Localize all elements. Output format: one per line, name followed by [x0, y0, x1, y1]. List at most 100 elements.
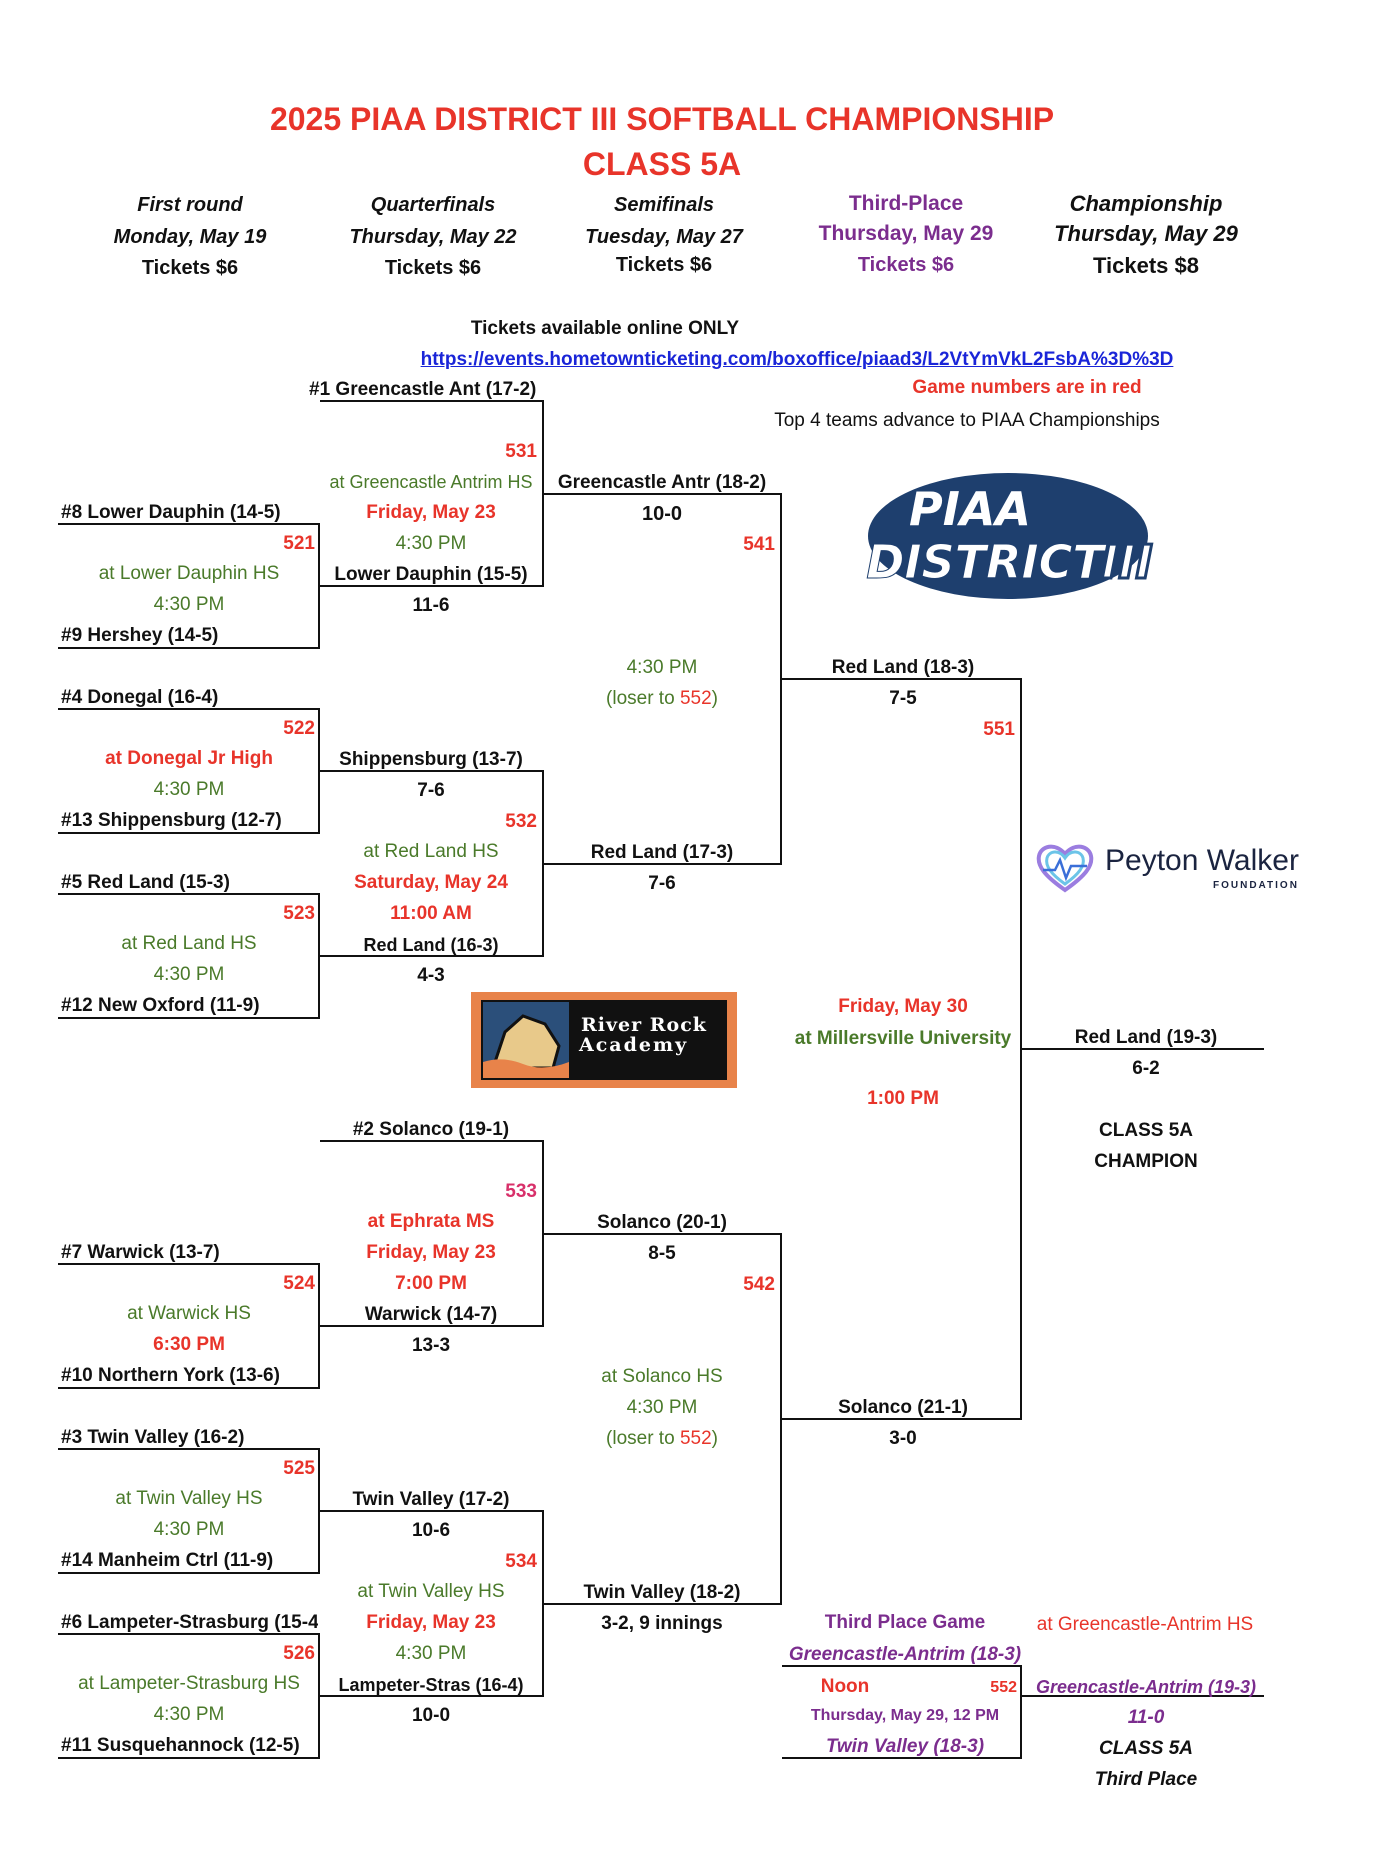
bracket-line	[318, 523, 320, 649]
team-seed-5: #5 Red Land (15-3)	[61, 872, 230, 893]
round-date-champ: Thursday, May 29	[1054, 221, 1238, 246]
ticket-link[interactable]: https://events.hometownticketing.com/box…	[420, 349, 1174, 370]
round-name-semi: Semifinals	[613, 194, 715, 216]
bracket-line	[58, 1263, 320, 1265]
bracket-line	[542, 400, 544, 587]
page-title: 2025 PIAA DISTRICT III SOFTBALL CHAMPION…	[269, 101, 1055, 137]
round-tickets-champ: Tickets $8	[1092, 253, 1200, 278]
bracket-line	[544, 493, 782, 495]
bracket-line	[58, 1757, 320, 1759]
game-number-532: 532	[505, 811, 537, 832]
team-seed-7: #7 Warwick (13-7)	[61, 1242, 220, 1263]
loser-note-text: (loser to	[606, 688, 680, 709]
winner-532: Red Land (17-3)	[590, 842, 734, 863]
time-526: 4:30 PM	[153, 1704, 225, 1725]
river-rock-logo: River Rock Academy	[471, 992, 737, 1088]
venue-523: at Red Land HS	[121, 933, 257, 954]
bracket-line	[782, 1665, 1022, 1667]
score-541: 7-5	[889, 688, 917, 709]
round-date-first: Monday, May 19	[113, 226, 267, 248]
winner-526: Lampeter-Stras (16-4)	[338, 1675, 524, 1695]
score-532: 7-6	[648, 873, 676, 894]
game-number-531: 531	[505, 441, 537, 462]
time-542: 4:30 PM	[626, 1397, 698, 1418]
team-seed-2: #2 Solanco (19-1)	[352, 1119, 510, 1140]
bracket-line	[1020, 1665, 1022, 1759]
game-number-525: 525	[283, 1458, 315, 1479]
venue-522: at Donegal Jr High	[105, 748, 273, 769]
time-521: 4:30 PM	[153, 594, 225, 615]
game-numbers-note: Game numbers are in red	[912, 377, 1142, 398]
champion-team: Red Land (19-3)	[1074, 1027, 1218, 1048]
river-rock-line1: River Rock	[581, 1014, 707, 1036]
bracket-line	[58, 1572, 320, 1574]
score-525: 10-6	[411, 1520, 451, 1541]
winner-523: Red Land (16-3)	[363, 935, 499, 955]
winner-541: Red Land (18-3)	[831, 657, 975, 678]
bracket-line	[58, 1448, 320, 1450]
venue-526: at Lampeter-Strasburg HS	[78, 1673, 300, 1694]
game-number-522: 522	[283, 718, 315, 739]
round-tickets-first: Tickets $6	[141, 257, 239, 279]
game-number-526: 526	[283, 1643, 315, 1664]
venue-534: at Twin Valley HS	[357, 1581, 505, 1602]
date-532: Saturday, May 24	[354, 872, 508, 893]
score-521: 11-6	[412, 595, 450, 616]
bracket-line	[320, 1325, 544, 1327]
champion-label-class: CLASS 5A	[1099, 1120, 1193, 1141]
loser-note-game: 552	[679, 688, 712, 709]
venue-524: at Warwick HS	[127, 1303, 251, 1324]
team-seed-13: #13 Shippensburg (12-7)	[61, 810, 282, 831]
loser-note-542: (loser to 552)	[606, 1428, 718, 1450]
time-531: 4:30 PM	[395, 533, 467, 554]
third-place-title: Third Place	[1094, 1769, 1198, 1790]
time-534: 4:30 PM	[395, 1643, 467, 1664]
date-531: Friday, May 23	[366, 502, 496, 523]
round-tickets-quarter: Tickets $6	[384, 257, 482, 279]
round-date-third: Thursday, May 29	[818, 222, 994, 245]
team-seed-1: #1 Greencastle Ant (17-2)	[309, 379, 537, 400]
time-525: 4:30 PM	[153, 1519, 225, 1540]
roman-three-logo-text: III	[1101, 535, 1152, 589]
advance-note: Top 4 teams advance to PIAA Championship…	[774, 410, 1160, 431]
score-534: 3-2, 9 innings	[601, 1613, 723, 1634]
game-number-551: 551	[983, 719, 1015, 740]
time-551: 1:00 PM	[867, 1088, 939, 1109]
game-number-524: 524	[283, 1273, 315, 1294]
game-number-552: 552	[990, 1679, 1017, 1696]
loser-note-text: )	[711, 1428, 718, 1449]
bracket-line	[318, 1448, 320, 1574]
team-seed-14: #14 Manheim Ctrl (11-9)	[61, 1550, 274, 1571]
score-523: 4-3	[417, 965, 445, 986]
loser-note-541: (loser to 552)	[606, 688, 718, 710]
date-534: Friday, May 23	[366, 1612, 496, 1633]
bracket-line	[320, 955, 544, 957]
score-524: 13-3	[411, 1335, 451, 1356]
bracket-line	[318, 708, 320, 834]
game-number-541: 541	[743, 534, 775, 555]
district-logo-text: DISTRICT	[866, 535, 1107, 589]
bracket-line	[780, 1233, 782, 1605]
bracket-line	[58, 893, 320, 895]
bracket-line	[780, 493, 782, 865]
piaa-logo-icon: PIAA DISTRICT III	[866, 473, 1154, 599]
third-place-label: Third Place Game	[824, 1612, 986, 1633]
team-seed-3: #3 Twin Valley (16-2)	[61, 1427, 245, 1448]
venue-533: at Ephrata MS	[367, 1211, 495, 1232]
bracket-line	[782, 1757, 1022, 1759]
date-533: Friday, May 23	[366, 1242, 496, 1263]
team-seed-4: #4 Donegal (16-4)	[61, 687, 219, 708]
bracket-line	[318, 893, 320, 1019]
champion-label: CHAMPION	[1094, 1151, 1198, 1172]
winner-534: Twin Valley (18-2)	[583, 1582, 741, 1603]
bracket-line	[58, 1017, 320, 1019]
bracket-line	[320, 1695, 544, 1697]
time-523: 4:30 PM	[153, 964, 225, 985]
bracket-line	[544, 863, 782, 865]
third-place-team-a: Greencastle-Antrim (18-3)	[788, 1644, 1022, 1665]
third-place-score: 11-0	[1127, 1707, 1165, 1728]
bracket-line	[542, 1140, 544, 1327]
bracket-line	[1020, 678, 1022, 1420]
bracket-line	[58, 647, 320, 649]
score-522: 7-6	[417, 780, 445, 801]
